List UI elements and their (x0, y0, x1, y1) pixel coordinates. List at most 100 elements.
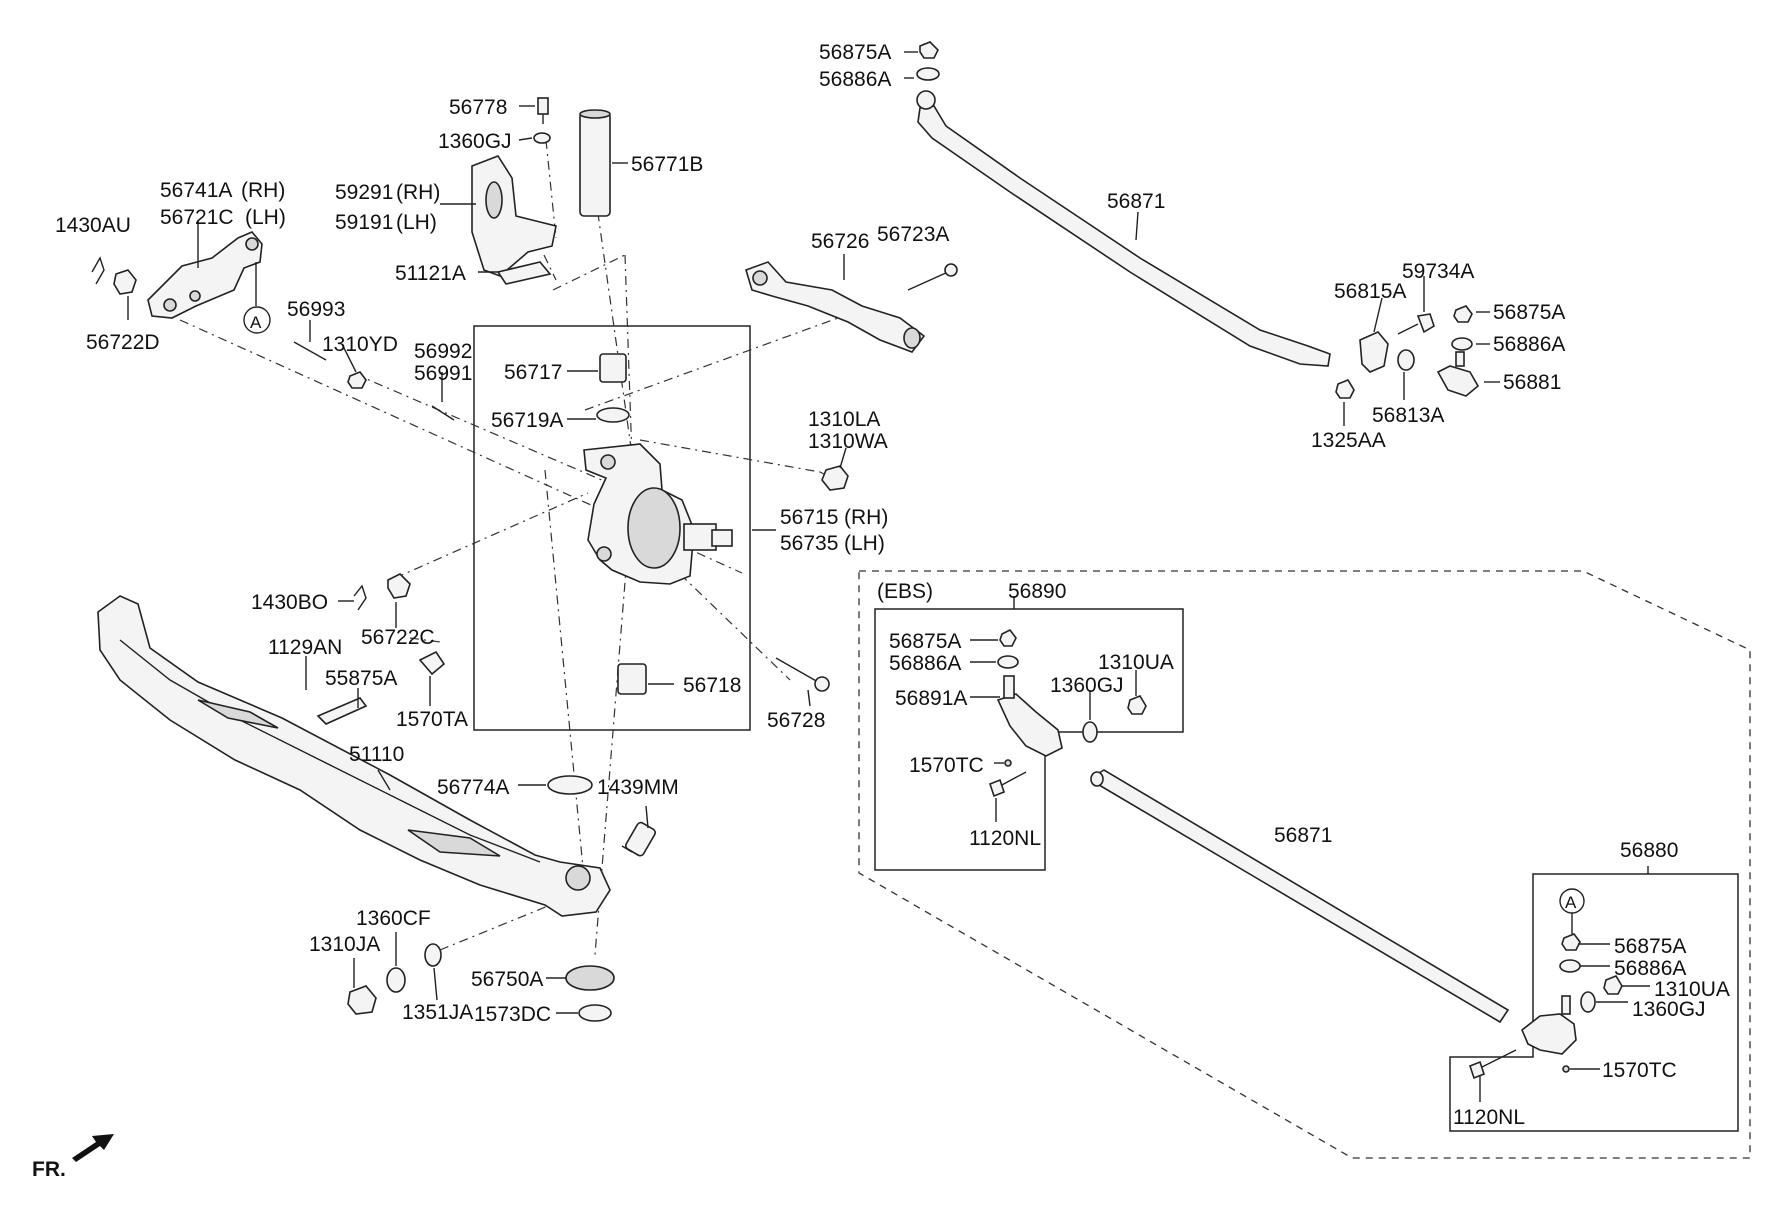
steering-knuckle (583, 443, 733, 585)
label-56886A-br: 56886A (1614, 957, 1686, 980)
ball-joint-56891A (996, 675, 1063, 757)
seal-56719A (596, 407, 630, 423)
washer-56813A (1397, 349, 1415, 371)
label-56880: 56880 (1620, 839, 1678, 862)
label-56886A-top: 56886A (819, 68, 891, 91)
label-1310UA-ebs: 1310UA (1098, 651, 1174, 674)
label-1360GJ-ebs: 1360GJ (1050, 674, 1124, 697)
nut-1310LA (821, 465, 849, 491)
label-1129AN: 1129AN (268, 636, 342, 659)
label-56886A-right: 56886A (1493, 333, 1565, 356)
label-56735: 56735 (780, 532, 838, 555)
label-56715: 56715 (780, 506, 838, 529)
label-1351JA: 1351JA (402, 1001, 473, 1024)
label-56721C: 56721C (160, 206, 234, 229)
bracket-59291 (471, 155, 557, 277)
bolt-59734A (1397, 313, 1435, 335)
bearing-56750A (565, 965, 615, 991)
bushing-56718 (617, 663, 647, 695)
label-56886A-ebs: 56886A (889, 652, 961, 675)
clamp-56815A (1359, 331, 1389, 373)
nut-56722C (387, 573, 411, 599)
label-56741A: 56741A (160, 179, 232, 202)
nut-56875A-ebs (999, 628, 1017, 647)
label-1310JA: 1310JA (309, 933, 380, 956)
drag-link-end-box (1449, 873, 1739, 1132)
label-1310UA-br: 1310UA (1654, 978, 1730, 1001)
label-1570TC-br: 1570TC (1602, 1059, 1677, 1082)
label-1120NL-ebs: 1120NL (969, 827, 1041, 850)
label-56728: 56728 (767, 709, 825, 732)
washer-56886A-br (1559, 959, 1581, 973)
label-56722D: 56722D (86, 331, 160, 354)
label-1430AU: 1430AU (55, 214, 131, 237)
tie-rod-top (916, 90, 1331, 367)
label-56881: 56881 (1503, 371, 1561, 394)
tie-rod-bottom (1090, 769, 1510, 1024)
label-1573DC: 1573DC (474, 1003, 551, 1026)
part-labels: 56875A 56886A 56778 1360GJ 56771B 56741A… (32, 41, 1730, 1181)
nut-56875A-br (1561, 933, 1581, 951)
nut-56722D (113, 269, 137, 295)
shim-51121A (496, 261, 552, 285)
nut-1310UA-ebs (1127, 695, 1147, 715)
label-ebs: (EBS) (877, 580, 933, 603)
washer-1360GJ (533, 132, 551, 144)
nut-56875A-top (919, 41, 939, 59)
label-1360GJ-top: 1360GJ (438, 130, 512, 153)
grease-nipple-1439MM (621, 821, 656, 857)
label-1310YD: 1310YD (322, 333, 398, 356)
label-1439MM: 1439MM (597, 776, 679, 799)
pin-1570TA (418, 650, 446, 676)
label-56735-lh: (LH) (844, 532, 885, 555)
front-axle-beam (97, 595, 611, 917)
ebs-outer-dashed-box (858, 570, 1751, 1159)
label-56726: 56726 (811, 230, 869, 253)
knuckle-assembly-box (473, 325, 751, 731)
stud-56993 (293, 341, 327, 361)
label-56722C: 56722C (361, 626, 435, 649)
nut-1310UA-br (1603, 975, 1623, 995)
label-56750A: 56750A (471, 968, 543, 991)
pin-1570TC-ebs (1004, 759, 1012, 767)
label-56721C-lh: (LH) (245, 206, 286, 229)
plate-55875A (316, 697, 368, 725)
label-51121A: 51121A (395, 262, 466, 285)
label-56815A: 56815A (1334, 280, 1406, 303)
label-56875A-top: 56875A (819, 41, 891, 64)
bolt-56723A (907, 263, 958, 291)
label-56774A: 56774A (437, 776, 509, 799)
washer-1360CF (386, 967, 406, 993)
label-56871-bottom: 56871 (1274, 824, 1332, 847)
label-56992: 56992 (414, 340, 472, 363)
label-56778: 56778 (449, 96, 507, 119)
washer-56886A-right (1451, 337, 1473, 351)
callout-a-circle-1 (243, 306, 271, 334)
label-59191-lh: (LH) (396, 211, 437, 234)
washer-56886A-top (916, 67, 940, 81)
label-callout-a-1: A (250, 313, 262, 332)
washer-1351JA (424, 943, 442, 967)
bolt-56778 (537, 97, 549, 124)
label-56871-top: 56871 (1107, 190, 1165, 213)
label-56891A: 56891A (895, 687, 967, 710)
label-callout-a-2: A (1565, 893, 1577, 912)
label-56717: 56717 (504, 361, 562, 384)
tie-rod-end-56881 (1436, 351, 1480, 397)
king-pin-56771B (579, 109, 611, 217)
label-51110: 51110 (349, 743, 404, 766)
cotter-pin-1430AU (91, 256, 105, 285)
stud-56992 (431, 405, 455, 421)
label-56718: 56718 (683, 674, 741, 697)
bolt-1120NL-br (1469, 1049, 1517, 1080)
cotter-pin-1430BO (353, 584, 367, 611)
label-1360CF: 1360CF (356, 907, 431, 930)
label-56875A-right: 56875A (1493, 301, 1565, 324)
label-56993: 56993 (287, 298, 345, 321)
label-56715-rh: (RH) (844, 506, 888, 529)
label-56813A: 56813A (1372, 404, 1444, 427)
label-fr: FR. (32, 1158, 66, 1181)
label-55875A: 55875A (325, 667, 397, 690)
bolt-56728 (775, 657, 830, 692)
pin-1570TC-br (1562, 1065, 1570, 1073)
